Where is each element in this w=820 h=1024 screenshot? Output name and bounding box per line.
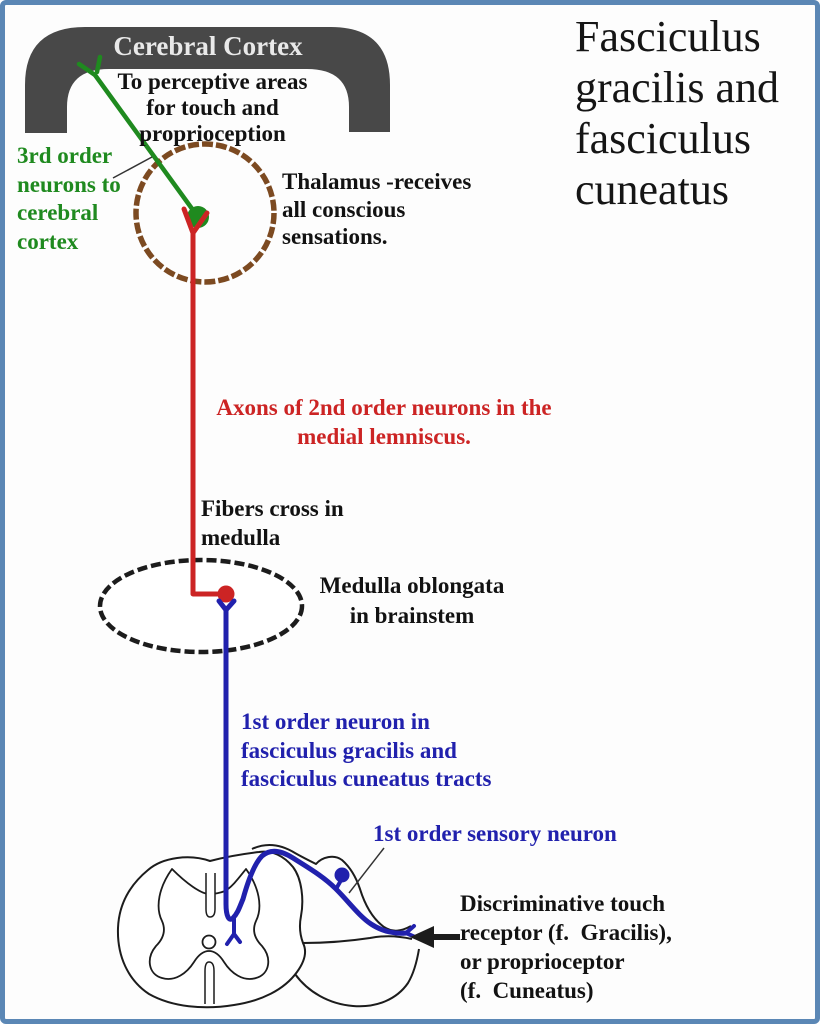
third-order-neurons-label: 3rd order neurons to cerebral cortex xyxy=(17,143,121,254)
medulla-ellipse xyxy=(97,557,305,655)
first-order-tracts-label: 1st order neuron in fasciculus gracilis … xyxy=(241,709,492,792)
thalamus-synapse-dot xyxy=(187,206,209,228)
cerebral-cortex-arch xyxy=(25,27,390,133)
anterior-median-fissure xyxy=(204,961,215,1004)
receptor-arrow xyxy=(410,926,460,948)
dorsal-root-ganglion-dot xyxy=(334,867,350,883)
sensory-neuron-pointer-line xyxy=(348,847,385,894)
spinal-cord-outline xyxy=(116,850,306,1009)
third-order-neuron-line xyxy=(76,54,201,220)
spinal-nerve-lower-line xyxy=(302,935,413,944)
receptor-arrow-head xyxy=(410,926,434,948)
thalamus-circle xyxy=(133,141,277,285)
page-title: Fasciculus gracilis and fasciculus cunea… xyxy=(575,12,780,215)
axons-second-order-label: Axons of 2nd order neurons in the medial… xyxy=(216,395,552,449)
first-order-neuron-line xyxy=(216,598,417,946)
first-order-sensory-label: 1st order sensory neuron xyxy=(373,821,617,846)
medulla-synapse-dot xyxy=(217,585,235,603)
medulla-oblongata-label: Medulla oblongata in brainstem xyxy=(319,573,505,628)
diagram-canvas xyxy=(25,27,460,1009)
posterior-median-septum xyxy=(205,873,216,918)
third-order-pointer-line xyxy=(112,156,153,179)
ventral-root-line xyxy=(294,948,420,1008)
dorsal-root-sheath xyxy=(251,844,412,932)
receptor-label: Discriminative touch receptor (f. Gracil… xyxy=(460,891,672,1003)
perceptive-areas-label: To perceptive areas for touch and propri… xyxy=(117,69,308,146)
cerebral-cortex-label: Cerebral Cortex xyxy=(113,31,303,61)
thalamus-label: Thalamus -receives all conscious sensati… xyxy=(282,169,472,250)
second-order-axon-line xyxy=(181,206,222,597)
fibers-cross-label: Fibers cross in medulla xyxy=(201,496,344,550)
central-canal xyxy=(201,934,217,950)
